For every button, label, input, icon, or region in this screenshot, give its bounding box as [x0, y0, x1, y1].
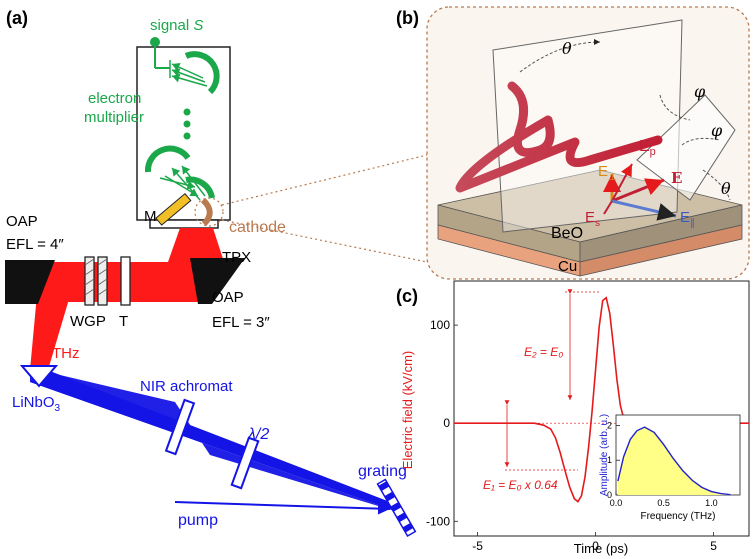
phi-top-label: φ — [694, 82, 706, 101]
panel-b: (b) BeO Cu θ φ φ θ E⊥ E — [396, 6, 750, 280]
panel-a-tag: (a) — [6, 8, 28, 28]
series-line — [617, 426, 731, 496]
efl-right-label: EFL = 3″ — [212, 314, 270, 331]
eperp-label: E⊥ — [598, 163, 617, 183]
x-axis-label: Time (ps) — [574, 541, 628, 556]
x-tick-label: 5 — [710, 539, 717, 553]
phi-arc-right — [681, 137, 721, 146]
y-tick-label: 1 — [607, 455, 612, 465]
inset-y-label: Amplitude (arb. u.) — [599, 414, 610, 496]
x-tick-label: -5 — [472, 539, 483, 553]
inset-x-label: Frequency (THz) — [640, 511, 715, 522]
y-tick-label: 0 — [607, 490, 612, 500]
wgp-plates — [84, 256, 108, 306]
oap-right-label: OAP — [212, 289, 244, 306]
y-tick-label: 100 — [430, 318, 450, 332]
theta-right-label: θ — [721, 179, 731, 198]
grating-label: grating — [358, 463, 407, 480]
t-plate — [120, 256, 131, 306]
linbo3-prism — [19, 365, 59, 388]
dots — [183, 108, 191, 140]
y-tick-label: 0 — [443, 416, 450, 430]
oap-left-label: OAP — [6, 213, 38, 230]
nir-achromat-lens — [164, 398, 196, 456]
signal-label: signal S — [150, 17, 203, 34]
main-plot-ticks: -5 0 5 -100 0 100 — [426, 318, 717, 553]
e2-label: E₂ = E₀ — [524, 345, 563, 359]
x-tick-label: 1.0 — [705, 498, 718, 508]
panel-b-tag: (b) — [396, 8, 419, 28]
x-tick-label: 0.5 — [657, 498, 670, 508]
grating — [376, 478, 417, 538]
cu-side — [579, 224, 743, 277]
electron-label: electron — [88, 90, 141, 107]
cu-label: Cu — [558, 258, 577, 275]
x-tick-label: 0.0 — [610, 498, 623, 508]
y-axis-label: Electric field (kV/cm) — [400, 351, 415, 469]
efl-left-label: EFL = 4″ — [6, 236, 64, 253]
panel-c-tag: (c) — [396, 286, 418, 306]
phi-arc-top — [659, 94, 691, 121]
oap-right-mirror — [190, 258, 245, 304]
panel-a: (a) signal S — [5, 8, 417, 538]
oap-left-mirror — [5, 260, 55, 304]
pump-beam-fan — [30, 368, 398, 512]
thz-pulse — [455, 81, 663, 193]
e-bold-label: E — [671, 169, 682, 187]
e1-label: E₁ = E₀ x 0.64 — [483, 478, 558, 492]
halfwave-plate — [230, 436, 260, 490]
ep-label: Ep — [639, 138, 656, 158]
panel-c: (c) -5 0 5 -100 0 100 Time (ps) Electric fiel… — [396, 280, 750, 556]
wgp-label: WGP — [70, 313, 106, 330]
thz-label: THz — [52, 345, 80, 362]
halfwave-label: λ/2 — [247, 426, 269, 443]
cathode-electrode — [200, 197, 213, 227]
es-label: Es — [585, 209, 600, 229]
mirror-m — [155, 193, 192, 226]
tpx-label: TPX — [222, 249, 251, 266]
t-label: T — [119, 313, 128, 330]
phi-right-label: φ — [711, 121, 723, 140]
y-tick-label: 2 — [607, 420, 612, 430]
field-vectors — [603, 163, 677, 221]
nir-label: NIR achromat — [140, 378, 233, 395]
linbo3-label: LiNbO3 — [12, 394, 61, 414]
dynode-top — [169, 51, 220, 95]
theta-arc-top — [519, 39, 601, 73]
polarization-plane — [636, 94, 736, 201]
inset-series — [617, 426, 731, 496]
multiplier-label: multiplier — [84, 109, 144, 126]
pump-label: pump — [178, 512, 218, 529]
series-area — [617, 427, 731, 495]
zoom-connectors — [194, 154, 428, 263]
m-label: M — [144, 208, 157, 225]
y-tick-label: -100 — [426, 514, 450, 528]
epar-label: E∥ — [680, 209, 695, 229]
signal-line — [150, 37, 170, 69]
dynode-bottom — [144, 145, 215, 201]
x-tick-label: 0 — [592, 539, 599, 553]
beo-label: BeO — [551, 225, 583, 242]
theta-top-label: θ — [562, 39, 572, 58]
pump-arrow — [174, 501, 391, 515]
